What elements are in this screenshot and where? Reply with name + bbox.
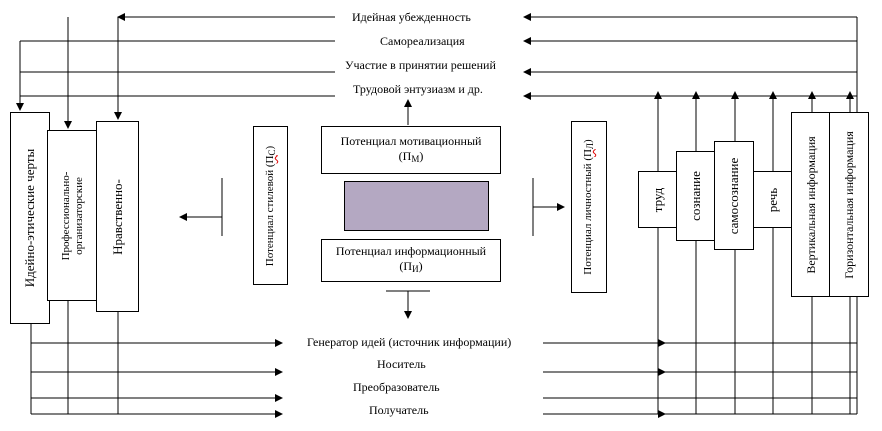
style-potential-close: ) — [263, 145, 276, 149]
personal-potential-close: ) — [582, 139, 594, 143]
motivation-sym: П — [402, 148, 412, 163]
personal-potential-box: Потенциал личностный (ПЛ) — [571, 121, 607, 293]
top-label-1: Идейная убежденность — [352, 10, 471, 24]
personal-potential-text: Потенциал личностный (ПЛ) — [581, 139, 597, 274]
style-potential-symbol: ПС — [263, 148, 277, 163]
left-column-ideino: Идейно-этические черты — [10, 112, 50, 324]
right-column-rech-text: речь — [765, 187, 780, 212]
right-column-vertical-info-text: Вертикальная информация — [804, 135, 818, 274]
motivation-potential-title: Потенциал мотивационный — [340, 133, 482, 148]
motivation-potential-box: Потенциал мотивационный (ПМ) — [321, 126, 501, 174]
style-potential-sub: С — [266, 148, 277, 155]
information-potential-title: Потенциал информационный — [335, 244, 487, 258]
bottom-label-1: Генератор идей (источник информации) — [307, 335, 512, 349]
personal-potential-symbol: ПЛ — [582, 142, 595, 158]
right-column-horizontal-info-text: Горизонтальная информация — [842, 130, 856, 279]
top-label-2: Самореализация — [380, 34, 465, 48]
top-label-3: Участие в принятии решений — [345, 58, 496, 72]
center-shaded-rect — [344, 181, 489, 231]
left-column-nravst-text: Нравственно- — [109, 178, 125, 255]
left-column-prof-text: Профессионально- организаторские — [60, 171, 86, 260]
left-column-nravst: Нравственно- — [96, 121, 139, 312]
style-potential-sym: П — [263, 155, 276, 163]
style-potential-text: Потенциал стилевой (ПС) — [263, 145, 279, 265]
right-column-samosoznanie: самосознание — [714, 141, 754, 250]
right-column-horizontal-info: Горизонтальная информация — [829, 112, 869, 297]
motivation-potential-symbol: (ПМ) — [398, 148, 424, 164]
style-potential-box: Потенциал стилевой (ПС) — [253, 126, 288, 285]
left-column-prof-line-2: организаторские — [72, 176, 85, 255]
information-potential-symbol: (ПИ) — [399, 259, 423, 274]
right-column-soznanie-text: сознание — [688, 171, 703, 221]
right-column-samosoznanie-text: самосознание — [726, 157, 741, 234]
right-column-rech: речь — [753, 171, 793, 228]
right-column-vertical-info: Вертикальная информация — [791, 112, 831, 297]
personal-potential-label: Потенциал личностный ( — [582, 157, 594, 275]
right-column-trud-text: труд — [650, 187, 665, 212]
information-potential-box: Потенциал информационный (ПИ) — [321, 239, 501, 282]
bottom-label-2: Носитель — [377, 357, 426, 371]
top-label-4: Трудовой энтузиазм и др. — [353, 82, 483, 96]
personal-potential-sym: П — [582, 149, 594, 158]
right-column-trud: труд — [638, 171, 678, 228]
style-potential-label: Потенциал стилевой ( — [263, 162, 276, 266]
left-column-ideino-text: Идейно-этические черты — [22, 148, 37, 288]
bottom-label-3: Преобразователь — [353, 380, 440, 394]
left-column-prof-line-1: Профессионально- — [59, 171, 72, 260]
right-column-soznanie: сознание — [676, 151, 716, 241]
motivation-sub: М — [411, 153, 420, 164]
left-column-prof: Профессионально- организаторские — [47, 130, 98, 301]
bottom-label-4: Получатель — [369, 403, 429, 417]
information-sub: И — [412, 264, 419, 274]
information-sym: П — [403, 259, 413, 273]
personal-potential-sub: Л — [585, 142, 595, 150]
